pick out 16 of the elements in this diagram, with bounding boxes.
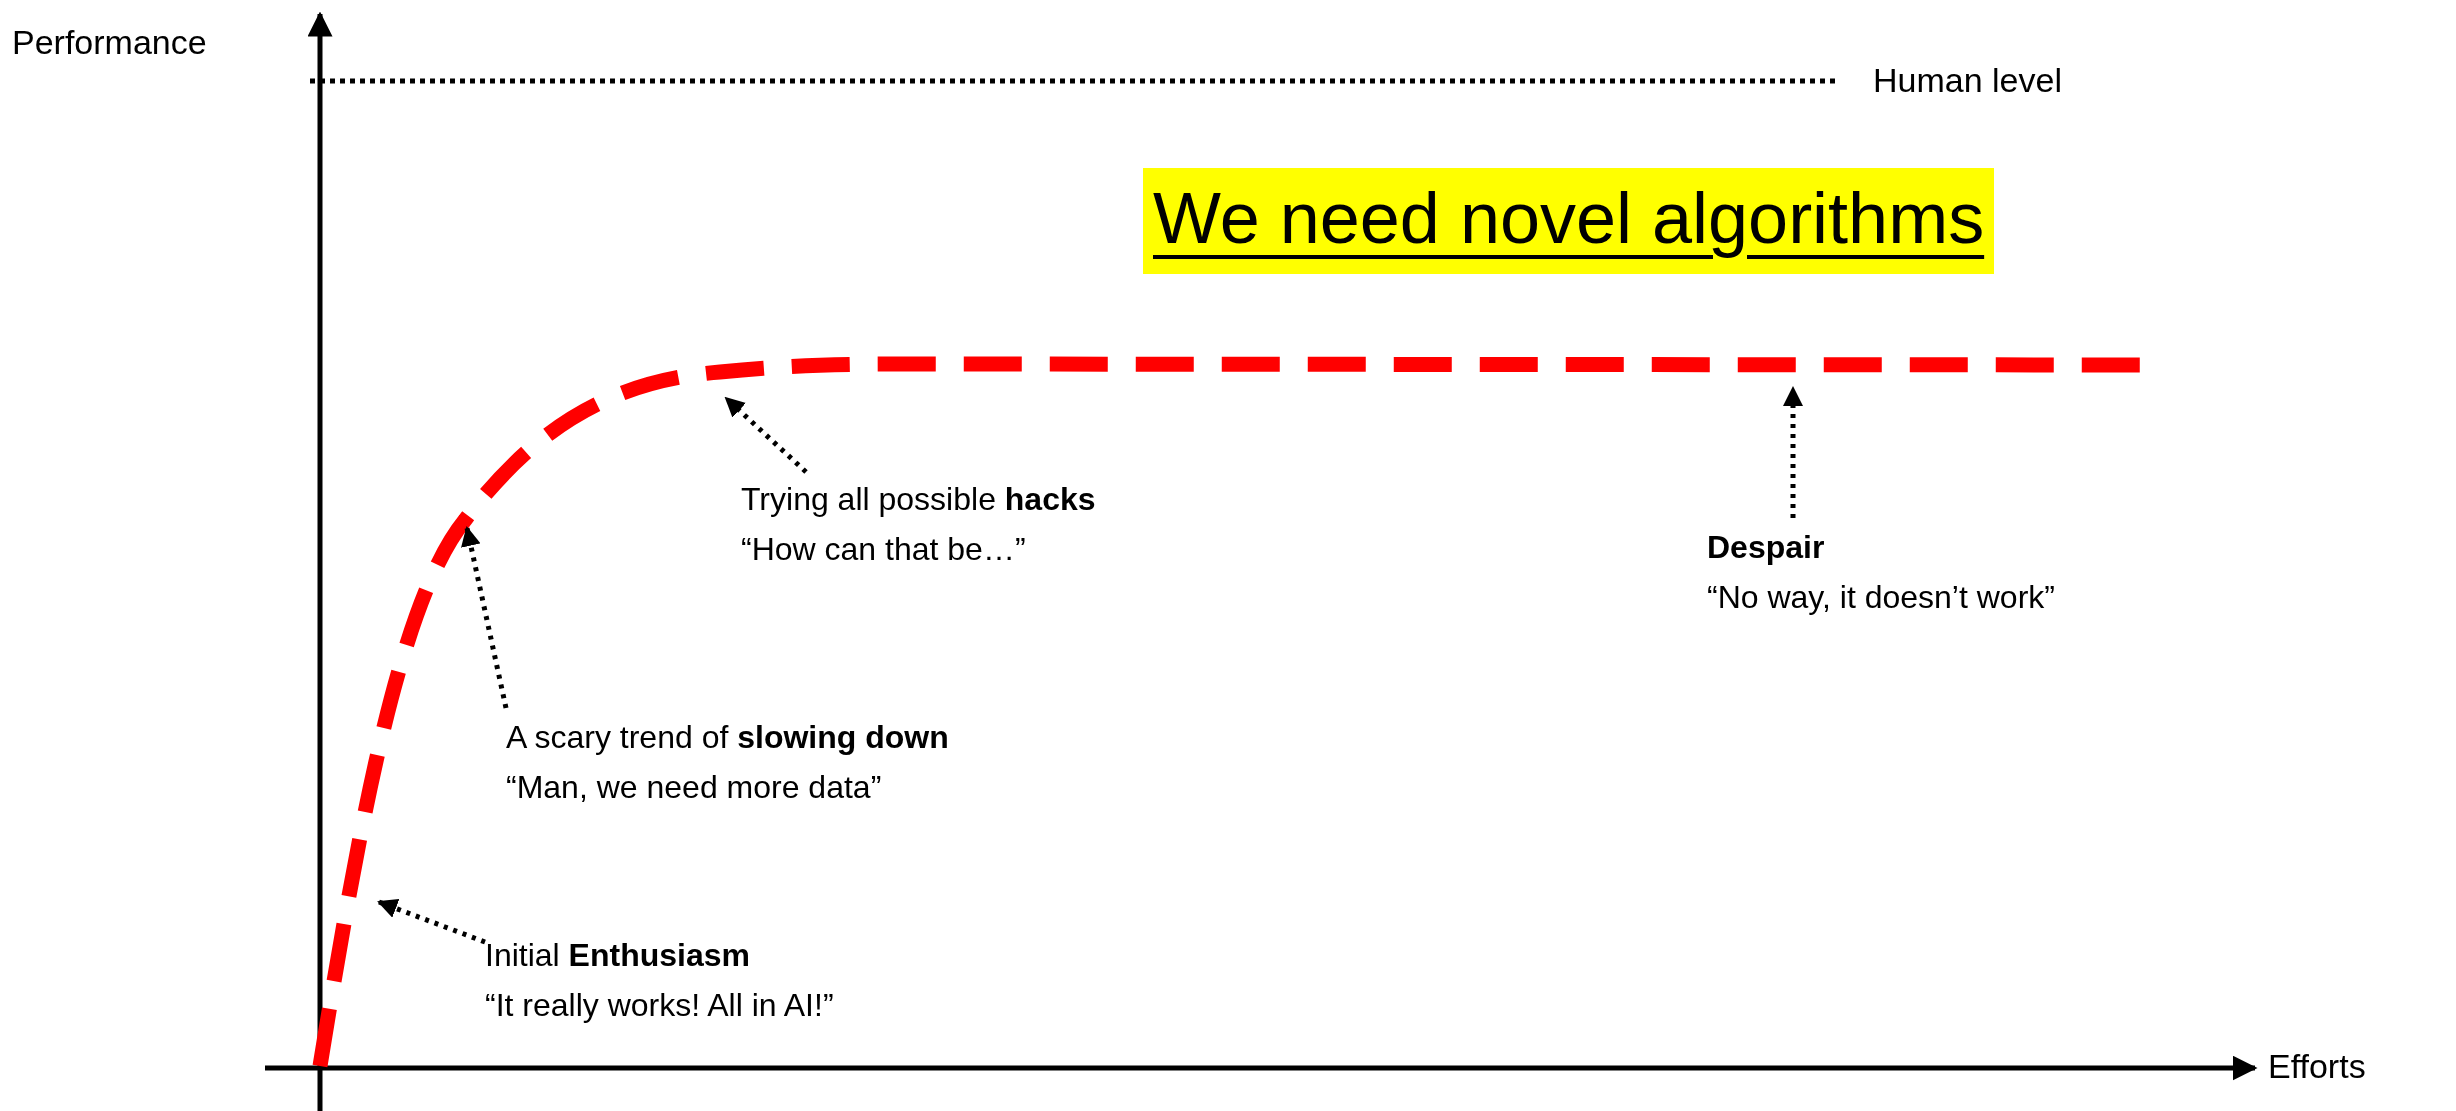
quote-text: “Man, we need more data” [506, 768, 883, 807]
leader-arrow [377, 899, 486, 945]
quote-text: “No way, it doesn’t work” [1707, 578, 2055, 617]
quote-text: “How can that be…” [741, 530, 1027, 569]
axis-label: Efforts [2268, 1046, 2366, 1087]
axis-label: Human level [1873, 60, 2062, 101]
quote-text: “It really works! All in AI!” [485, 986, 834, 1025]
stage-text: Trying all possible hacks [741, 480, 1096, 519]
axis-label: Performance [12, 22, 207, 63]
stage-text: A scary trend of slowing down [506, 718, 949, 757]
stage-text: Initial Enthusiasm [485, 936, 751, 975]
leader-arrow [724, 396, 808, 474]
stage-text: Despair [1707, 528, 1826, 567]
leader-arrow [461, 526, 509, 709]
leader-arrow [1783, 386, 1803, 518]
highlight-banner: We need novel algorithms [1143, 168, 1995, 274]
